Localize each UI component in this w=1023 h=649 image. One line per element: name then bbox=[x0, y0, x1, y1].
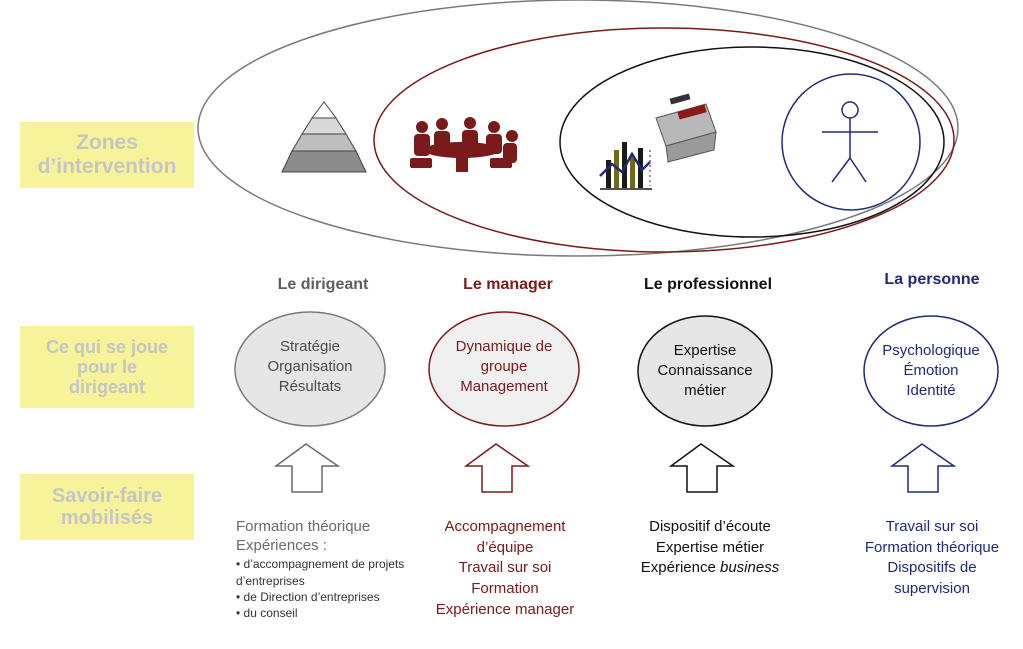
stick-figure-icon bbox=[822, 101, 878, 183]
zone-professionnel-ellipse bbox=[559, 46, 945, 238]
zone-personne-ellipse bbox=[781, 73, 921, 211]
skill-line: Expérience manager bbox=[435, 600, 575, 618]
zone-manager-ellipse bbox=[373, 27, 955, 253]
skill-line: supervision bbox=[894, 580, 970, 598]
circle-dirigeant bbox=[234, 311, 386, 427]
skill-line: Accompagnement bbox=[444, 518, 566, 535]
arrow-professionnel bbox=[668, 443, 736, 493]
circle-manager bbox=[428, 311, 580, 427]
pyramid-icon bbox=[281, 101, 367, 173]
arrow-dirigeant bbox=[273, 443, 341, 493]
skill-line: Formation bbox=[471, 580, 539, 598]
title-dirigeant: Le dirigeant bbox=[277, 276, 369, 293]
skills-personne: Travail sur soi Formation théorique Disp… bbox=[846, 517, 1018, 600]
skill-line: d’équipe bbox=[476, 538, 534, 556]
meeting-icon bbox=[410, 117, 518, 172]
zone-dirigeant-ellipse bbox=[197, 0, 959, 257]
skill-line: Travail sur soi bbox=[458, 559, 552, 577]
circle-personne bbox=[863, 315, 999, 427]
circle-professionnel bbox=[637, 315, 773, 427]
title-manager: Le manager bbox=[463, 276, 553, 293]
skills-dirigeant: Formation théorique Expériences : • d’ac… bbox=[236, 517, 406, 621]
arrow-manager bbox=[463, 443, 531, 493]
skills-professionnel: Dispositif d’écoute Expertise métier Exp… bbox=[620, 517, 800, 579]
issues-personne: Psychologique Émotion Identité bbox=[882, 342, 980, 399]
skill-line: Travail sur soi bbox=[885, 518, 979, 535]
title-personne: La personne bbox=[884, 271, 980, 288]
skill-line: Formation théorique bbox=[864, 538, 1000, 556]
title-professionnel: Le professionnel bbox=[643, 276, 773, 293]
toolbox-icon bbox=[655, 93, 717, 163]
skill-line: Expertise métier bbox=[655, 538, 765, 556]
label-savoir-faire: Savoir-faire mobilisés bbox=[20, 474, 194, 540]
skill-line: Expériences : bbox=[236, 536, 327, 554]
skill-bullet: • du conseil bbox=[236, 605, 298, 620]
skill-line: Dispositif d’écoute bbox=[649, 518, 771, 535]
skill-line: Dispositifs de bbox=[887, 559, 977, 577]
issues-dirigeant: Stratégie Organisation Résultats bbox=[267, 338, 353, 395]
skill-line: Formation théorique bbox=[236, 518, 371, 535]
chart-icon bbox=[599, 142, 652, 190]
arrow-personne bbox=[889, 443, 957, 493]
issues-professionnel: Expertise Connaissance métier bbox=[657, 342, 753, 399]
skill-line: Expérience business bbox=[640, 559, 780, 577]
skill-bullet: • de Direction d’entreprises bbox=[236, 589, 380, 604]
skill-bullet: • d’accompagnement de projets d’entrepri… bbox=[236, 557, 405, 588]
label-enjeux: Ce qui se joue pour le dirigeant bbox=[20, 326, 194, 408]
issues-manager: Dynamique de groupe Management bbox=[455, 338, 553, 395]
skills-manager: Accompagnement d’équipe Travail sur soi … bbox=[420, 517, 590, 620]
label-zones: Zones d’intervention bbox=[20, 122, 194, 188]
